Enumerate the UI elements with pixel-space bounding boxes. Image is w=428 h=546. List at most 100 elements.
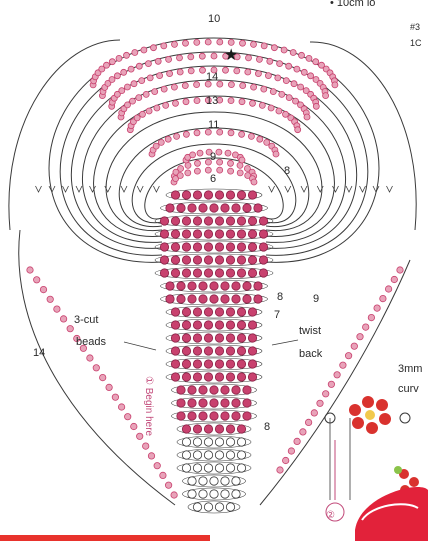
top-row-bead <box>250 100 256 106</box>
top-row-bead <box>104 62 110 68</box>
body-bead <box>215 269 223 277</box>
top-row-bead <box>294 66 300 72</box>
inner-arc-bead <box>228 168 234 174</box>
body-bead <box>188 490 196 498</box>
body-bead <box>188 204 196 212</box>
body-bead <box>193 503 201 511</box>
side-chain-bead-left <box>112 394 118 400</box>
body-bead <box>182 243 190 251</box>
top-row-bead <box>283 78 289 84</box>
top-row-bead <box>270 89 276 95</box>
body-bead <box>204 230 212 238</box>
top-row-bead <box>304 114 310 120</box>
side-chain-bead-right <box>277 467 283 473</box>
body-bead <box>232 386 240 394</box>
body-bead <box>204 308 212 316</box>
top-row-bead <box>154 105 160 111</box>
top-row-bead <box>257 136 263 142</box>
top-row-bead <box>139 78 145 84</box>
side-chain-bead-left <box>60 316 66 322</box>
top-row-bead <box>298 84 304 90</box>
body-bead <box>237 464 245 472</box>
top-row-bead <box>301 69 307 75</box>
body-bead <box>232 490 240 498</box>
top-row-bead <box>136 95 142 101</box>
body-bead <box>177 412 185 420</box>
body-bead <box>188 412 196 420</box>
side-chain-bead-right <box>294 438 300 444</box>
body-bead <box>248 269 256 277</box>
top-row-bead <box>182 83 188 89</box>
top-row-bead <box>248 133 254 139</box>
top-row-bead <box>246 55 252 61</box>
body-bead <box>160 256 168 264</box>
body-bead <box>182 464 190 472</box>
body-bead <box>221 282 229 290</box>
side-chain-bead-left <box>148 453 154 459</box>
row-label-14: 14 <box>206 71 218 83</box>
header-partial-text: • 10cm lo <box>330 0 375 9</box>
top-row-bead <box>290 50 296 56</box>
body-bead <box>254 204 262 212</box>
top-row-bead <box>177 69 183 75</box>
body-bead <box>226 321 234 329</box>
top-row-bead <box>332 82 338 88</box>
side-chain-bead-left <box>67 326 73 332</box>
body-bead <box>237 308 245 316</box>
side-chain-bead-left <box>143 443 149 449</box>
top-row-bead <box>114 73 120 79</box>
body-bead <box>193 217 201 225</box>
body-bead <box>182 438 190 446</box>
row-wire <box>166 371 262 383</box>
body-bead <box>226 451 234 459</box>
top-row-bead <box>194 130 200 136</box>
body-bead <box>166 204 174 212</box>
twist-label: twist <box>299 325 321 337</box>
body-bead <box>177 295 185 303</box>
row-label-11: 11 <box>208 119 219 131</box>
arrow-head <box>387 186 393 192</box>
top-row-bead <box>306 55 312 61</box>
top-row-bead <box>295 127 301 133</box>
body-bead <box>188 477 196 485</box>
body-bead <box>171 360 179 368</box>
side-chain-bead-right <box>345 353 351 359</box>
inner-arc-bead <box>185 170 191 176</box>
top-row-bead <box>199 53 205 59</box>
body-bead <box>248 360 256 368</box>
body-bead <box>210 204 218 212</box>
arrow-head <box>269 186 275 192</box>
top-row-bead <box>286 63 292 69</box>
top-row-bead <box>276 108 282 114</box>
three-cut-label: 3-cut <box>74 314 98 326</box>
body-bead <box>237 243 245 251</box>
body-bead <box>193 347 201 355</box>
top-row-bead <box>183 40 189 46</box>
body-bead <box>226 503 234 511</box>
top-row-bead <box>313 103 319 109</box>
top-row-bead <box>240 83 246 89</box>
top-row-bead <box>251 84 257 90</box>
three-cut-pointer <box>124 342 156 350</box>
body-bead <box>182 230 190 238</box>
top-row-bead <box>261 86 267 92</box>
top-row-bead <box>217 159 223 165</box>
body-bead <box>226 360 234 368</box>
side-chain-bead-right <box>340 362 346 368</box>
arrow-head <box>121 186 127 192</box>
body-bead <box>221 204 229 212</box>
beads-label: beads <box>76 336 106 348</box>
body-bead <box>243 412 251 420</box>
body-bead <box>182 269 190 277</box>
body-bead <box>204 464 212 472</box>
side-chain-bead-right <box>351 343 357 349</box>
body-bead <box>210 412 218 420</box>
body-bead <box>226 334 234 342</box>
top-row-bead <box>228 160 234 166</box>
cluster-bead-2 <box>409 477 419 487</box>
top-row-bead <box>109 77 115 83</box>
body-bead <box>215 321 223 329</box>
body-bead <box>193 360 201 368</box>
side-chain-bead-left <box>137 433 143 439</box>
